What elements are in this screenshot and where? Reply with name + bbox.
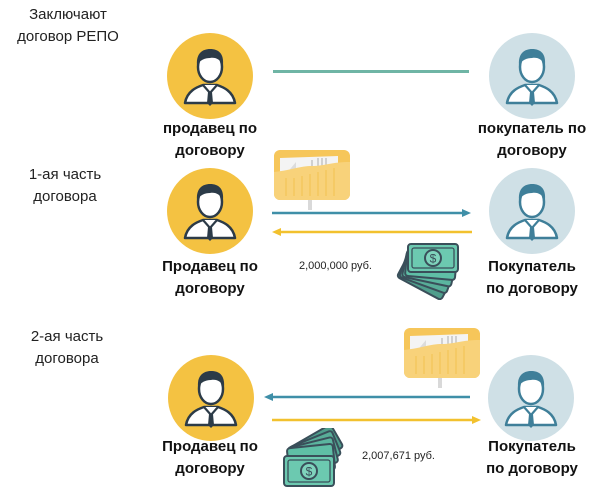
seller-avatar-2 [167,168,253,254]
buyer-label-1-line1: покупатель по [477,120,587,137]
buyer-label-3-line1: Покупатель [488,438,576,455]
seller-label-2: Продавец по договору [140,256,280,300]
folder-icon [272,148,352,210]
stage-1-label-line2: договор РЕПО [17,28,119,45]
buyer-label-2-line1: Покупатель [488,258,576,275]
buyer-label-1-line2: договору [497,142,567,159]
stage-2-label-line2: договора [33,188,97,205]
stage-1-label: Заключают договор РЕПО [8,4,128,48]
seller-label-2-line2: договору [175,280,245,297]
buyer-label-2: Покупатель по договору [462,256,602,300]
cash-arrow-left [272,228,472,236]
seller-label-3-line2: договору [175,460,245,477]
stage-3-label-line1: 2-ая часть [30,328,104,345]
stage-1-label-line1: Заключают [29,6,107,23]
securities-arrow-right [272,209,471,217]
stage-3-label-line2: договора [35,350,99,367]
seller-label-1: продавец по договору [140,118,280,162]
folder-icon [402,326,482,388]
person-icon [489,33,575,119]
person-icon [167,33,253,119]
person-icon [167,168,253,254]
seller-label-1-line2: договору [175,142,245,159]
buyer-avatar-2 [489,168,575,254]
securities-arrow-left [264,393,470,401]
buyer-label-3-line2: по договору [486,460,578,477]
seller-label-2-line1: Продавец по [162,258,258,275]
stage-2-label-line1: 1-ая часть [28,166,102,183]
buyer-avatar-1 [489,33,575,119]
cash-arrow-right [272,416,481,424]
buyer-label-3: Покупатель по договору [462,436,602,480]
person-icon [168,355,254,441]
seller-label-1-line1: продавец по [162,120,258,137]
stage-2-label: 1-ая часть договора [0,164,130,208]
stage-3-label: 2-ая часть договора [2,326,132,370]
buyer-label-2-line2: по договору [486,280,578,297]
amount-1: 2,000,000 руб. [299,260,372,272]
money-stack-icon [396,238,462,300]
money-stack-icon [280,428,346,490]
person-icon [488,355,574,441]
seller-label-3-line1: Продавец по [162,438,258,455]
person-icon [489,168,575,254]
buyer-label-1: покупатель по договору [462,118,602,162]
seller-avatar-3 [168,355,254,441]
seller-avatar-1 [167,33,253,119]
buyer-avatar-3 [488,355,574,441]
agreement-line [273,70,469,73]
seller-label-3: Продавец по договору [140,436,280,480]
amount-2: 2,007,671 руб. [362,450,435,462]
